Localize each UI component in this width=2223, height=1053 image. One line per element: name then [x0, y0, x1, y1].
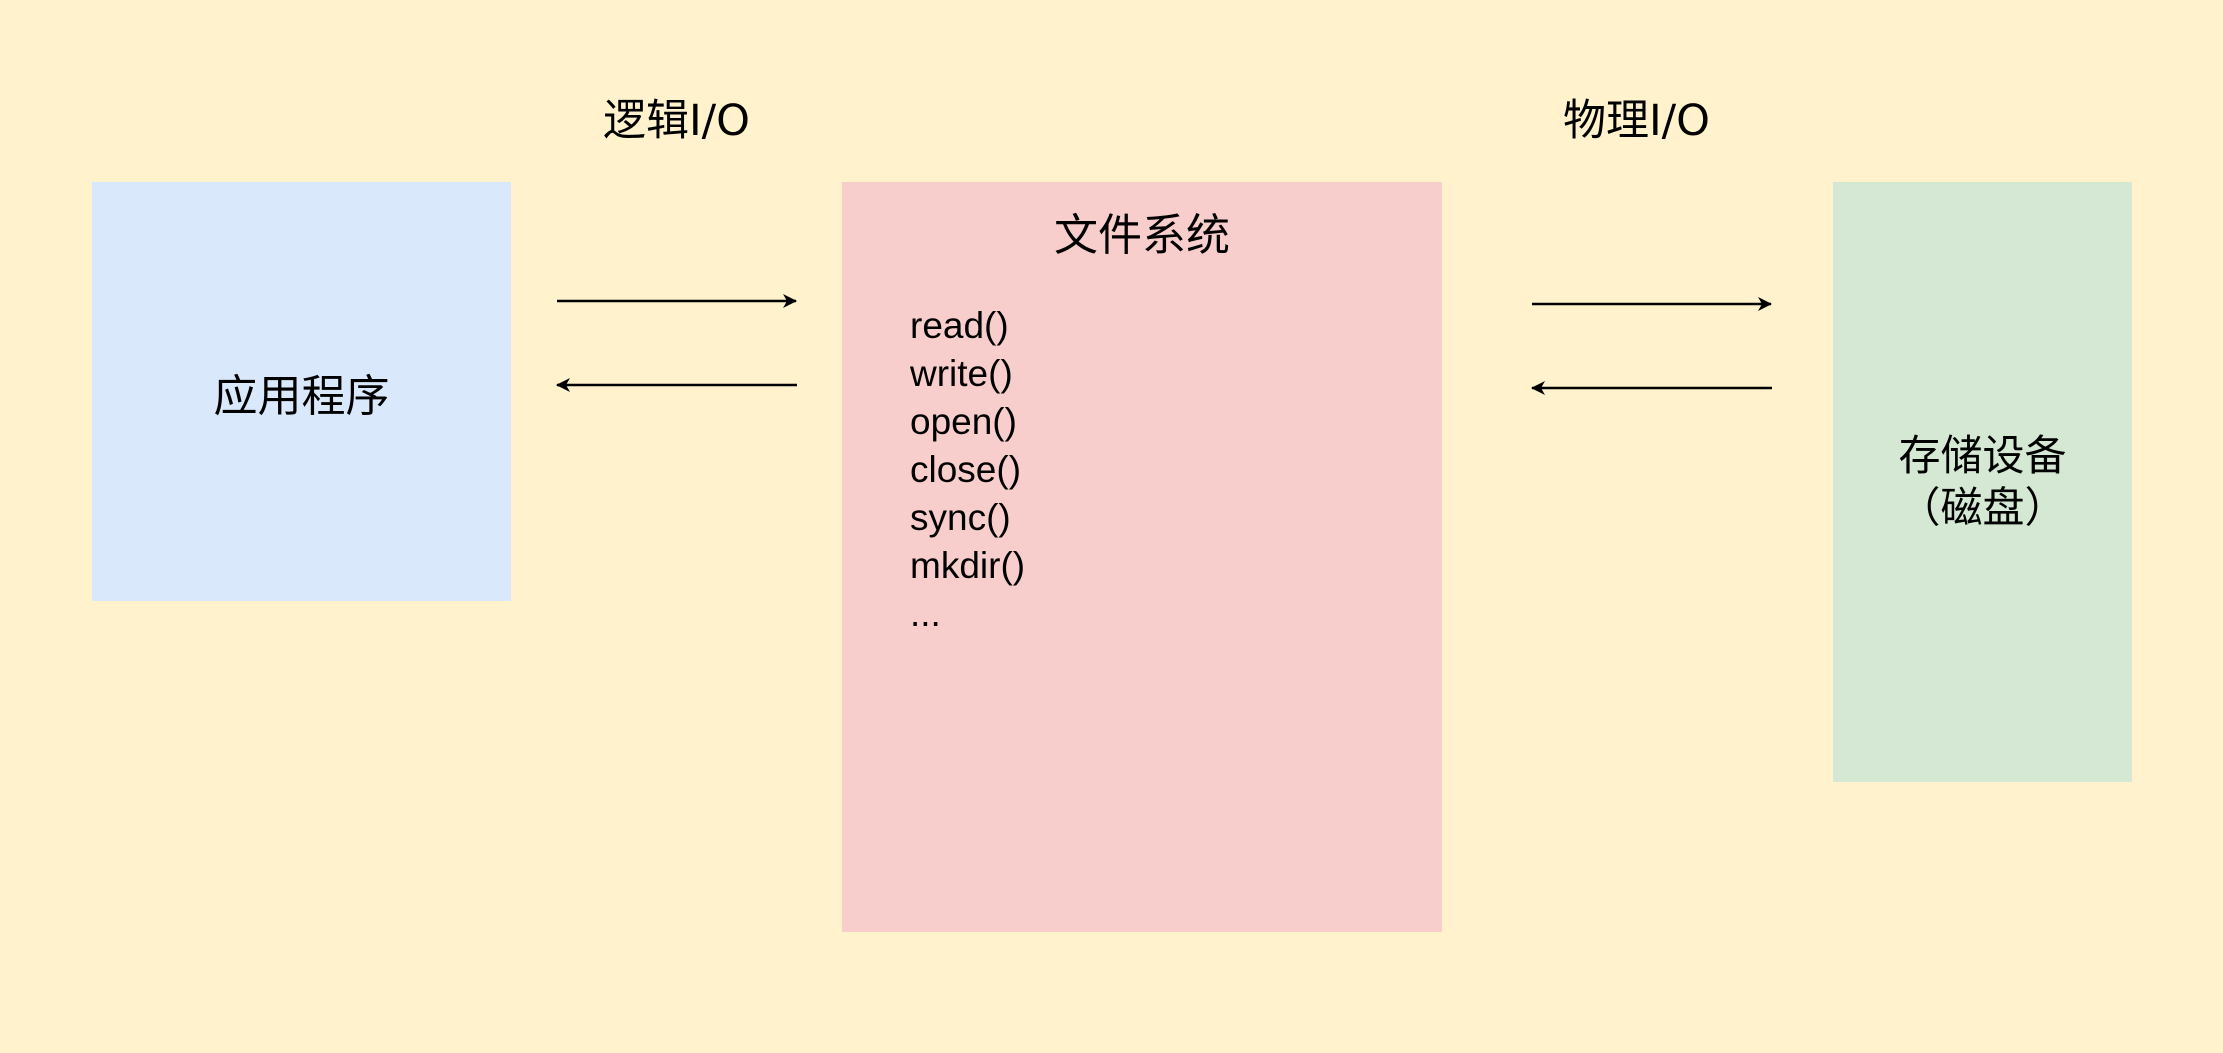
file-system-box: 文件系统 read() write() open() close() sync() mkd…	[842, 182, 1442, 932]
physical-io-label: 物理I/O	[1563, 96, 1711, 146]
application-box: 应用程序	[92, 182, 511, 601]
file-system-function-item: open()	[910, 401, 1017, 442]
storage-device-title: 存储设备	[1898, 431, 2067, 480]
logical-io-label: 逻辑I/O	[603, 96, 751, 146]
file-system-function-list: read() write() open() close() sync() mkdir().…	[910, 302, 1025, 638]
file-system-function-item: sync()	[910, 497, 1011, 538]
storage-device-box: 存储设备 （磁盘）	[1833, 182, 2132, 782]
file-system-title: 文件系统	[1054, 210, 1230, 261]
storage-device-subtitle: （磁盘）	[1898, 483, 2067, 532]
file-system-function-item: close()	[910, 449, 1022, 490]
file-system-function-item: ...	[910, 593, 941, 634]
file-system-function-item: write()	[910, 353, 1013, 394]
file-system-function-item: mkdir()	[910, 545, 1026, 586]
application-title: 应用程序	[213, 370, 390, 422]
file-system-function-item: read()	[910, 305, 1009, 346]
